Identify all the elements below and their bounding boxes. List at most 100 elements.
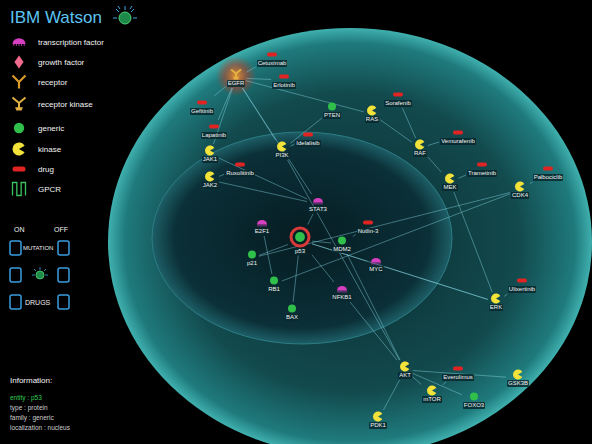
info-heading: Information: bbox=[10, 376, 52, 385]
pathway-link bbox=[428, 142, 439, 146]
k-icon bbox=[400, 362, 409, 372]
k-icon bbox=[13, 143, 25, 156]
d-icon bbox=[543, 167, 553, 171]
node-symbol bbox=[204, 145, 216, 156]
node-label: FOXO3 bbox=[463, 402, 485, 409]
pathway-link bbox=[246, 81, 364, 112]
title: IBM Watson bbox=[10, 8, 102, 28]
toggle-label: MUTATION bbox=[23, 245, 53, 251]
d-icon bbox=[303, 133, 313, 137]
node-symbol bbox=[426, 385, 438, 396]
g-icon bbox=[338, 237, 346, 245]
k-icon bbox=[277, 142, 286, 152]
pathway-link bbox=[347, 254, 400, 360]
kinase-node: RAS bbox=[365, 105, 379, 123]
node-symbol bbox=[302, 129, 314, 140]
drug-node: Everolimus bbox=[442, 363, 474, 381]
k-icon bbox=[205, 146, 214, 156]
legend-symbol bbox=[10, 181, 32, 197]
k-icon bbox=[373, 412, 382, 422]
node-label: ERK bbox=[489, 304, 503, 311]
node-symbol bbox=[336, 283, 348, 294]
generic-node: BAX bbox=[285, 303, 299, 321]
node-symbol bbox=[468, 391, 480, 402]
node-symbol bbox=[326, 101, 338, 112]
g-icon bbox=[270, 277, 278, 285]
node-label: Sorafenib bbox=[384, 100, 412, 107]
node-label: GSK3B bbox=[507, 380, 529, 387]
node-symbol bbox=[204, 171, 216, 182]
d-icon bbox=[197, 101, 207, 105]
pathway-link bbox=[246, 67, 255, 72]
mutation-glow bbox=[216, 56, 256, 96]
node-label: BAX bbox=[285, 314, 299, 321]
legend-row: receptor kinase bbox=[10, 96, 93, 112]
node-label: PTEN bbox=[323, 112, 341, 119]
g-icon bbox=[248, 251, 256, 259]
node-label: Nutlin-3 bbox=[357, 228, 380, 235]
node-symbol bbox=[370, 255, 382, 266]
transcription-factor-node: STAT3 bbox=[308, 195, 328, 213]
k-icon bbox=[205, 172, 214, 182]
rk-icon bbox=[231, 70, 241, 80]
d-icon bbox=[393, 93, 403, 97]
pathway-link bbox=[291, 144, 295, 146]
kinase-node: mTOR bbox=[422, 385, 442, 403]
toggle-label: ON bbox=[14, 226, 25, 233]
node-label: Trametinib bbox=[467, 170, 497, 177]
info-line: entity : p53 bbox=[10, 394, 42, 401]
node-label: PDK1 bbox=[369, 422, 387, 429]
kinase-node: PDK1 bbox=[369, 411, 387, 429]
legend-text: drug bbox=[38, 165, 54, 174]
legend-row: growth factor bbox=[10, 54, 84, 70]
node-label: JAK1 bbox=[202, 156, 218, 163]
toggle-boxes bbox=[10, 241, 69, 309]
legend-symbol bbox=[10, 161, 32, 177]
transcription-factor-node: E2F1 bbox=[254, 217, 270, 235]
node-symbol bbox=[312, 195, 324, 206]
node-label: RB1 bbox=[267, 286, 281, 293]
node-label: Palbociclib bbox=[533, 174, 564, 181]
g-icon bbox=[288, 305, 296, 313]
legend-text: kinase bbox=[38, 145, 61, 154]
d-icon bbox=[517, 279, 527, 283]
node-label: mTOR bbox=[422, 396, 442, 403]
pathway-link bbox=[383, 380, 399, 410]
node-label: STAT3 bbox=[308, 206, 328, 213]
node-symbol bbox=[336, 235, 348, 246]
node-symbol bbox=[289, 226, 311, 248]
node-symbol bbox=[516, 275, 528, 286]
node-label: JAK2 bbox=[202, 182, 218, 189]
legend-row: receptor bbox=[10, 74, 67, 90]
legend-text: receptor bbox=[38, 78, 67, 87]
legend-row: generic bbox=[10, 120, 64, 136]
node-symbol bbox=[278, 71, 290, 82]
generic-node: PTEN bbox=[323, 101, 341, 119]
generic-node: FOXO3 bbox=[463, 391, 485, 409]
d-icon bbox=[13, 166, 26, 171]
pathway-link bbox=[288, 160, 400, 360]
info-line: type : protein bbox=[10, 404, 48, 411]
node-symbol bbox=[452, 127, 464, 138]
node-symbol bbox=[276, 141, 288, 152]
legend-row: GPCR bbox=[10, 181, 61, 197]
k-icon bbox=[415, 140, 424, 150]
d-icon bbox=[363, 221, 373, 225]
d-icon bbox=[453, 367, 463, 371]
node-label: Erlotinib bbox=[272, 82, 296, 89]
kinase-node: JAK2 bbox=[202, 171, 218, 189]
node-label: Gefitinib bbox=[190, 108, 214, 115]
k-icon bbox=[427, 386, 436, 396]
node-label: RAF bbox=[413, 150, 427, 157]
legend-symbol bbox=[10, 74, 32, 90]
drug-node: Gefitinib bbox=[190, 97, 214, 115]
k-icon bbox=[445, 174, 454, 184]
legend-symbol bbox=[10, 141, 32, 157]
info-line: family : generic bbox=[10, 414, 54, 421]
node-symbol bbox=[362, 217, 374, 228]
node-symbol bbox=[196, 97, 208, 108]
legend-row: kinase bbox=[10, 141, 61, 157]
p53-icon bbox=[291, 228, 309, 246]
node-label: MYC bbox=[368, 266, 383, 273]
